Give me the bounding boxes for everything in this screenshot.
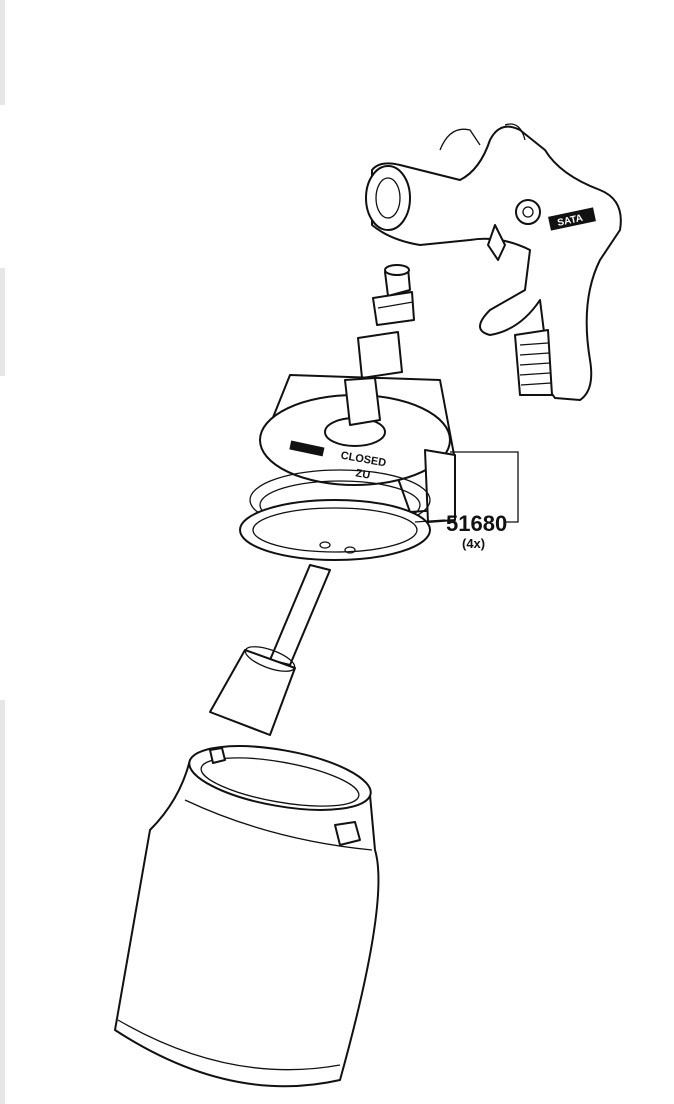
lid-seal-rings: [239, 469, 431, 561]
page-edge-marker: [0, 268, 5, 376]
suction-tube-filter: [209, 564, 331, 736]
quick-connector: [372, 264, 415, 326]
lid-label-zu: ZU: [355, 467, 372, 481]
cup-lid: CLOSED ZU: [259, 331, 456, 523]
page-edge-marker: [0, 0, 5, 105]
callout-quantity: (4x): [462, 536, 485, 551]
part-callout: 51680 (4x): [414, 451, 519, 551]
callout-part-number: 51680: [446, 511, 507, 536]
spray-gun: SATA: [365, 123, 622, 401]
page-edge-marker: [0, 700, 5, 1104]
sata-logo-text: SATA: [556, 213, 583, 229]
sata-logo: [548, 207, 596, 231]
paint-cup: [114, 745, 380, 1088]
lid-marking: [289, 440, 325, 457]
